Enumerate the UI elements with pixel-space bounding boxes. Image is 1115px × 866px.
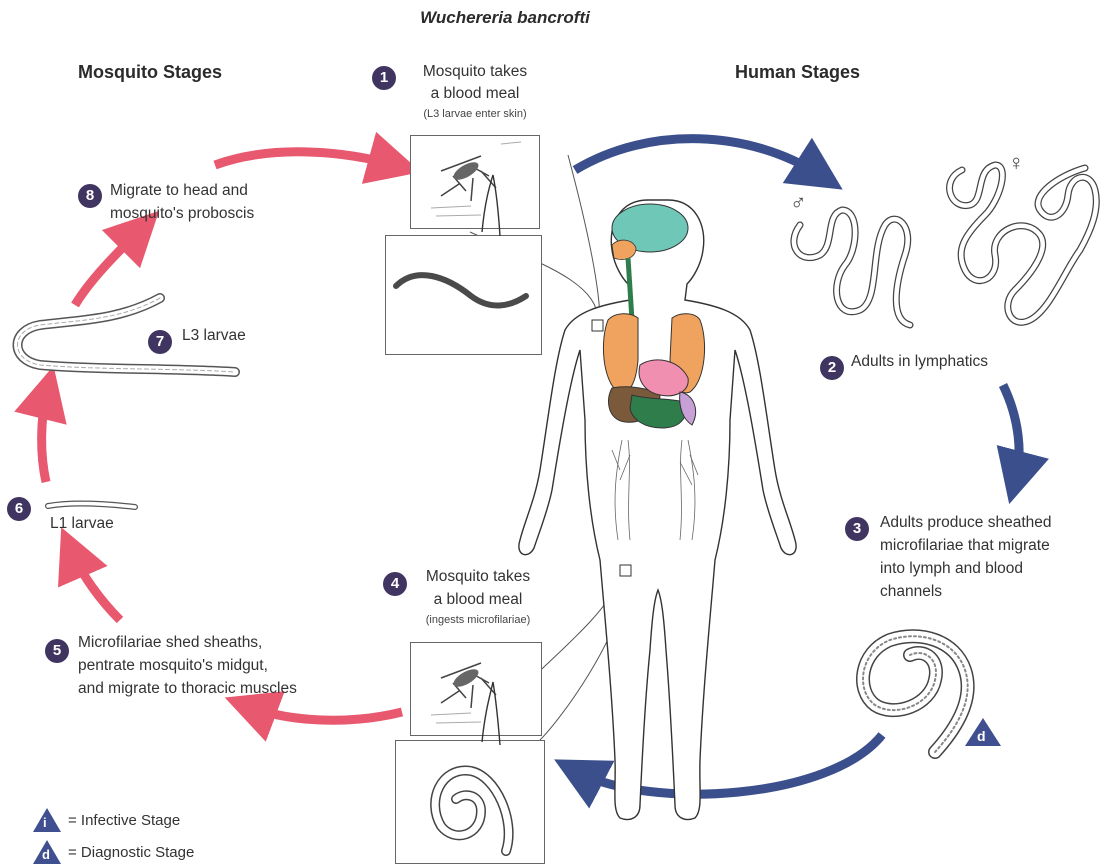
- step-3-line4: channels: [880, 582, 942, 602]
- step-3-line1: Adults produce sheathed: [880, 513, 1051, 533]
- step-6-text: L1 larvae: [50, 514, 114, 534]
- diagnostic-marker-letter: d: [977, 728, 986, 744]
- l3-larva-icon: [386, 236, 541, 354]
- step-3-line2: microfilariae that migrate: [880, 536, 1050, 556]
- connector-1b: [568, 155, 600, 322]
- legend-infective-symbol: i: [43, 815, 47, 830]
- step-8-line2: mosquito's proboscis: [110, 204, 254, 224]
- arrow-8-to-1: [215, 152, 395, 165]
- larva-skin-frame: [385, 235, 542, 355]
- step-8-line1: Migrate to head and: [110, 181, 248, 201]
- step-4-line1: Mosquito takes: [398, 567, 558, 587]
- step-5-line1: Microfilariae shed sheaths,: [78, 633, 262, 653]
- step-1-line2: a blood meal: [395, 84, 555, 104]
- mosquito-icon-2: [411, 643, 541, 735]
- step-badge-5: 5: [45, 639, 69, 663]
- step-7-text: L3 larvae: [182, 326, 246, 346]
- arrow-6-to-7: [42, 392, 47, 482]
- nasal-cavity: [612, 240, 636, 259]
- legend-diagnostic-label: = Diagnostic Stage: [68, 844, 194, 861]
- step-badge-1: 1: [372, 66, 396, 90]
- step-4-note: (ingests microfilariae): [393, 614, 563, 626]
- legend-infective-triangle: [33, 808, 61, 832]
- step-badge-8: 8: [78, 184, 102, 208]
- microfilaria-icon: [396, 741, 544, 863]
- section-mosquito-stages: Mosquito Stages: [78, 62, 222, 83]
- step-3-line3: into lymph and blood: [880, 559, 1023, 579]
- mosquito-icon: [411, 136, 539, 228]
- arrow-4-to-5: [250, 707, 402, 720]
- arrow-1-to-2: [575, 139, 820, 175]
- skin-site-upper: [592, 320, 603, 331]
- mosquito-feeding-frame-2: [410, 642, 542, 736]
- step-badge-2: 2: [820, 356, 844, 380]
- legend-diagnostic-symbol: d: [42, 847, 50, 862]
- step-badge-6: 6: [7, 497, 31, 521]
- step-2-text: Adults in lymphatics: [851, 352, 988, 372]
- mosquito-feeding-frame-1: [410, 135, 540, 229]
- l1-larva: [48, 503, 135, 507]
- step-5-line2: pentrate mosquito's midgut,: [78, 656, 268, 676]
- step-5-line3: and migrate to thoracic muscles: [78, 679, 297, 699]
- step-badge-7: 7: [148, 330, 172, 354]
- male-symbol: ♂: [790, 190, 807, 216]
- section-human-stages: Human Stages: [735, 62, 860, 83]
- arrow-2-to-3: [1003, 385, 1019, 478]
- legend-infective-label: = Infective Stage: [68, 812, 180, 829]
- female-symbol: ♀: [1008, 150, 1025, 176]
- arrow-5-to-6: [72, 552, 120, 620]
- step-1-note: (L3 larvae enter skin): [395, 108, 555, 120]
- infective-marker-letter: i: [508, 331, 512, 347]
- step-4-line2: a blood meal: [398, 590, 558, 610]
- human-body: [519, 200, 796, 819]
- microfilaria-frame: [395, 740, 545, 864]
- arrow-7-to-8: [75, 230, 140, 305]
- skin-site-lower: [620, 565, 631, 576]
- step-1-line1: Mosquito takes: [395, 62, 555, 82]
- step-badge-3: 3: [845, 517, 869, 541]
- diagram-title: Wuchereria bancrofti: [0, 8, 1010, 28]
